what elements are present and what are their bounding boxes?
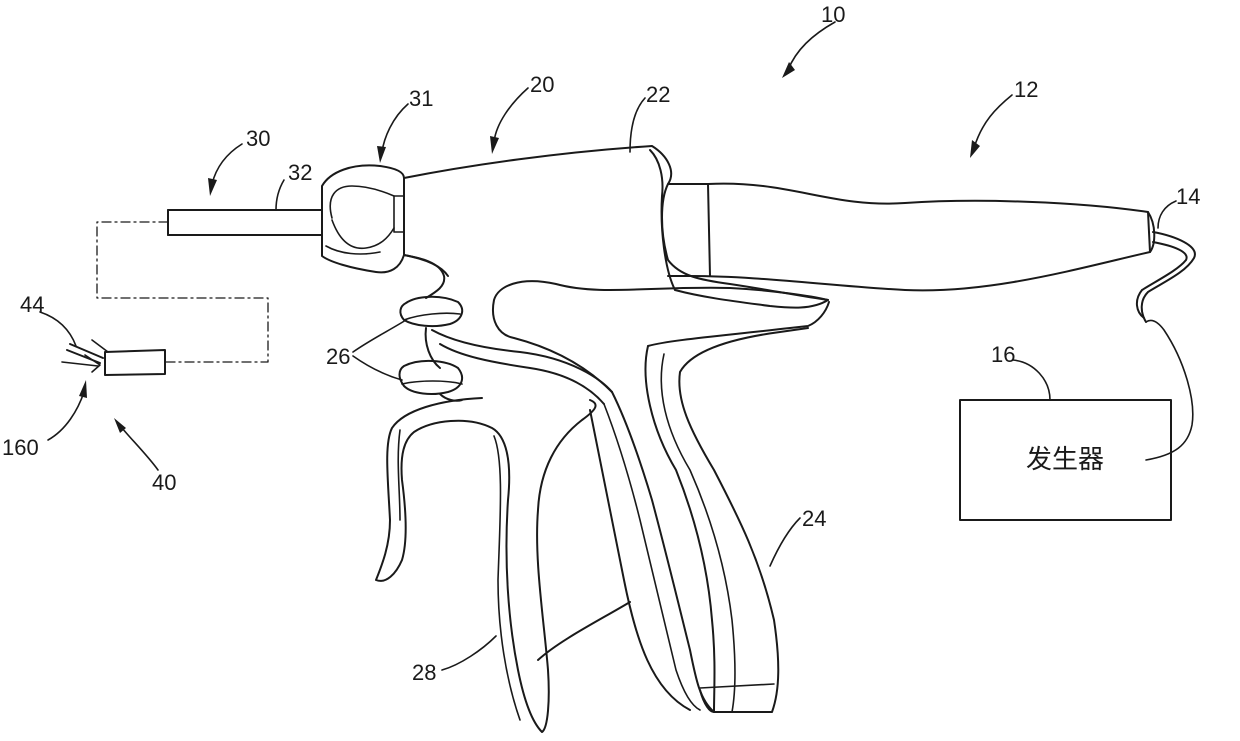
pistol-grip bbox=[646, 328, 808, 712]
cable bbox=[1137, 232, 1195, 460]
ref-44: 44 bbox=[20, 292, 44, 317]
generator-label: 发生器 bbox=[1026, 445, 1104, 475]
end-effector bbox=[62, 340, 165, 375]
knob bbox=[322, 165, 404, 272]
ref-16: 16 bbox=[991, 342, 1015, 367]
ref-28: 28 bbox=[412, 660, 436, 685]
ref-12: 12 bbox=[1014, 77, 1038, 102]
generator: 发生器 bbox=[960, 400, 1171, 520]
buttons bbox=[400, 255, 613, 404]
outer-sheath bbox=[168, 210, 322, 235]
reference-numerals: 10 12 14 16 20 22 24 26 28 30 31 32 40 4… bbox=[2, 2, 1200, 685]
ref-30: 30 bbox=[246, 126, 270, 151]
ref-24: 24 bbox=[802, 506, 826, 531]
ref-26: 26 bbox=[326, 344, 350, 369]
ref-14: 14 bbox=[1176, 184, 1200, 209]
handpiece bbox=[668, 184, 1154, 291]
ref-160: 160 bbox=[2, 435, 39, 460]
inner-track bbox=[590, 392, 714, 712]
ref-32: 32 bbox=[288, 160, 312, 185]
ref-31: 31 bbox=[409, 86, 433, 111]
ref-20: 20 bbox=[530, 72, 554, 97]
ref-22: 22 bbox=[646, 82, 670, 107]
ref-10: 10 bbox=[821, 2, 845, 27]
ref-40: 40 bbox=[152, 470, 176, 495]
linkage-line bbox=[97, 222, 268, 362]
